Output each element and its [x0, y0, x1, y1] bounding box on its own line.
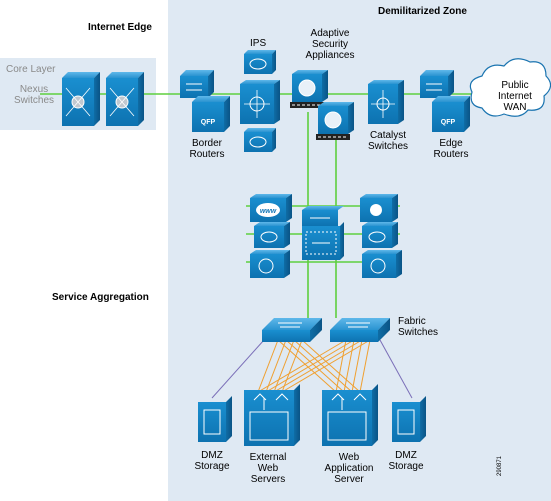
web-app-server-chassis — [322, 384, 378, 446]
nexus-line-1: Nexus — [19, 84, 49, 95]
ips-device-top — [244, 50, 276, 74]
fabric-switch-1 — [262, 318, 322, 342]
nexus-line-2: Switches — [13, 95, 54, 106]
service-module-right-1 — [360, 194, 398, 222]
storage-left-line-2: Storage — [194, 461, 230, 472]
nexus-switches-label: Nexus Switches — [8, 84, 60, 106]
edge-line-1: Edge — [439, 138, 463, 149]
public-wan-cloud — [469, 58, 551, 117]
figure-number: 290871 — [497, 455, 503, 476]
catalyst-line-1: Catalyst — [369, 130, 407, 141]
wan-line-1: Public — [501, 80, 529, 91]
catalyst-switch — [368, 80, 404, 124]
border-router-2-qfp: QFP — [192, 96, 230, 132]
dmz-storage-left — [198, 396, 232, 442]
storage-right-line-2: Storage — [388, 461, 424, 472]
border-line-1: Border — [191, 138, 222, 149]
ext-line-2: Web — [257, 463, 279, 474]
web-app-server-label: Web Application Server — [316, 452, 382, 485]
orange-mesh-links — [257, 339, 371, 393]
border-router-1 — [180, 70, 214, 98]
dmz-title: Demilitarized Zone — [378, 6, 467, 17]
internet-edge-title: Internet Edge — [88, 22, 152, 33]
fabric-switch-2 — [330, 318, 390, 342]
fabric-line-1: Fabric — [398, 316, 426, 327]
service-module-left-3 — [250, 250, 290, 278]
fabric-switches-label: Fabric Switches — [398, 316, 438, 338]
service-module-left-2 — [254, 222, 290, 248]
app-line-3: Server — [334, 474, 364, 485]
wan-line-2: Internet — [498, 91, 532, 102]
edge-router-1 — [420, 70, 454, 98]
dmz-storage-left-label: DMZ Storage — [186, 450, 238, 472]
service-chassis-core — [302, 222, 344, 260]
wan-line-3: WAN — [503, 102, 527, 113]
fabric-line-2: Switches — [398, 327, 439, 338]
service-chassis-switch — [302, 206, 344, 226]
dmz-storage-right — [392, 396, 426, 442]
service-module-right-2 — [362, 222, 398, 248]
nexus-switch-2 — [106, 72, 144, 126]
border-routers-label: Border Routers — [182, 138, 232, 160]
www-label: www — [260, 208, 277, 215]
external-web-server-chassis — [244, 384, 300, 446]
dmz-storage-right-label: DMZ Storage — [380, 450, 432, 472]
ips-chassis — [240, 80, 280, 124]
asa-line-1: Adaptive — [310, 28, 350, 39]
catalyst-switches-label: Catalyst Switches — [360, 130, 416, 152]
storage-right-line-1: DMZ — [395, 450, 417, 461]
ext-line-1: External — [249, 452, 287, 463]
asa-firewall-1 — [290, 70, 328, 108]
qfp-label: QFP — [201, 119, 216, 126]
qfp-label: QFP — [441, 119, 456, 126]
asa-line-3: Appliances — [305, 50, 355, 61]
nexus-switch-1 — [62, 72, 100, 126]
storage-left-line-1: DMZ — [201, 450, 223, 461]
edge-router-2-qfp: QFP — [432, 96, 470, 132]
app-line-1: Web — [338, 452, 360, 463]
service-module-right-3 — [362, 250, 402, 278]
purple-storage-links — [211, 339, 413, 399]
ips-label: IPS — [250, 38, 267, 49]
edge-routers-label: Edge Routers — [426, 138, 476, 160]
border-line-2: Routers — [189, 149, 225, 160]
catalyst-line-2: Switches — [367, 141, 408, 152]
edge-line-2: Routers — [433, 149, 469, 160]
asa-firewall-2 — [316, 102, 354, 140]
asa-line-2: Security — [311, 39, 349, 50]
service-module-www: www — [250, 194, 292, 222]
service-aggregation-title: Service Aggregation — [52, 292, 149, 303]
app-line-2: Application — [324, 463, 374, 474]
asa-label: Adaptive Security Appliances — [300, 28, 360, 61]
core-layer-label: Core Layer — [6, 64, 56, 75]
ips-device-bottom — [244, 128, 276, 152]
external-web-servers-label: External Web Servers — [238, 452, 298, 485]
ext-line-3: Servers — [250, 474, 286, 485]
public-wan-label: Public Internet WAN — [488, 80, 542, 113]
